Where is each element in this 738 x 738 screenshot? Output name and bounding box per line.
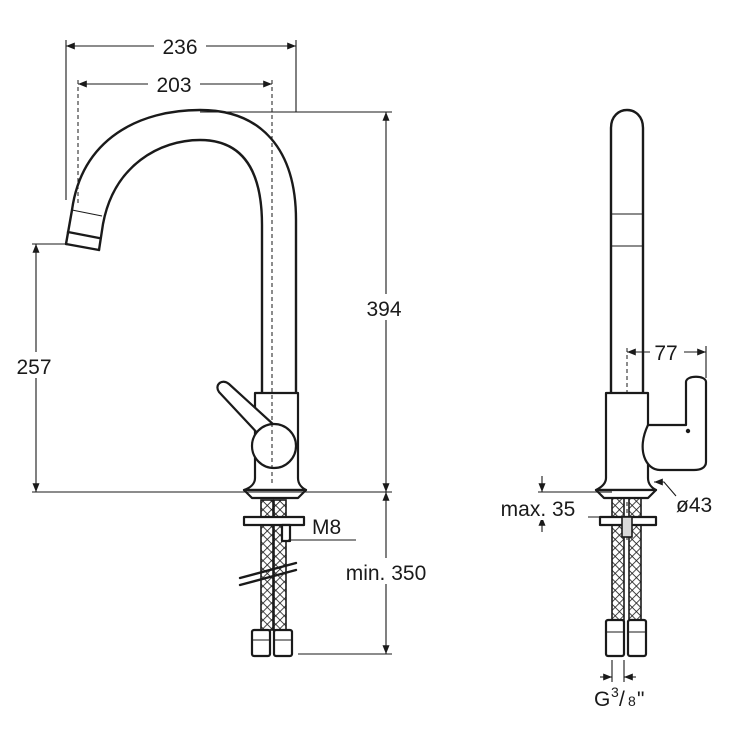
front-spout-outer <box>64 108 298 395</box>
front-lever-cap <box>250 422 298 470</box>
front-nut-left <box>250 628 272 658</box>
front-spout-tip <box>64 230 101 252</box>
label-236: 236 <box>162 36 197 59</box>
label-g-fraction-bottom: 8 <box>628 693 636 709</box>
front-break-1 <box>238 568 298 587</box>
label-min-350: min. 350 <box>346 562 427 585</box>
label-77: 77 <box>654 342 677 365</box>
label-203: 203 <box>156 74 191 97</box>
side-lever <box>641 375 708 472</box>
front-spout-inner <box>97 138 264 395</box>
side-base <box>594 488 658 500</box>
front-rod <box>280 523 292 543</box>
front-nut-right <box>272 628 294 658</box>
dim-43-leader <box>654 478 677 497</box>
label-257: 257 <box>16 356 51 379</box>
side-nut-right <box>626 618 648 658</box>
front-lever <box>216 380 276 440</box>
label-g: G <box>594 688 610 711</box>
side-nut-left <box>604 618 626 658</box>
side-spout <box>609 109 645 395</box>
label-m8: M8 <box>312 516 341 539</box>
label-g-fraction-top: 3 <box>611 684 619 700</box>
label-max-35: max. 35 <box>501 498 576 521</box>
front-break-2 <box>238 561 298 580</box>
label-g-slash: / <box>619 688 625 711</box>
label-394: 394 <box>366 298 401 321</box>
front-spout-tip-line <box>71 209 103 217</box>
side-view: 77 max. 35 ø43 G 3 / 8 " <box>488 109 712 711</box>
side-rod <box>621 516 633 538</box>
front-base <box>242 488 308 500</box>
label-g-inch: " <box>637 688 644 711</box>
label-dia-43: ø43 <box>676 494 712 517</box>
front-washer <box>242 515 306 527</box>
front-view: 236 203 394 257 M8 min. 350 <box>10 32 438 658</box>
side-lever-screw <box>685 428 691 434</box>
